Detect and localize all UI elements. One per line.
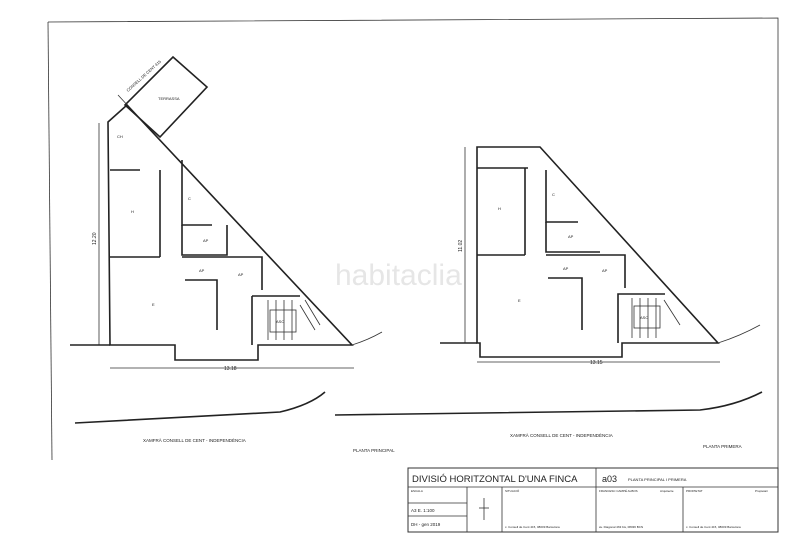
title: DIVISIÓ HORITZONTAL D'UNA FINCA <box>412 474 578 485</box>
date: DH - gen 2019 <box>411 522 441 527</box>
interior-wall <box>181 160 212 226</box>
format-label: ESCALA <box>411 489 423 493</box>
north-arrow-icon <box>479 498 489 520</box>
plan-planta-primera: H C AP AP AP E ASC 11.02 13.15 XAMFRÀ CO… <box>334 146 763 449</box>
sheet-border-left <box>47 21 53 461</box>
terrace-outline <box>123 55 209 139</box>
staircase <box>267 299 321 340</box>
room-e: E <box>518 298 521 303</box>
room-ap-3: AP <box>602 268 608 273</box>
owner-address: c. Consell de Cent 415, 08009 Barcelona <box>686 525 741 529</box>
dim-vertical-label: 11.02 <box>458 240 464 252</box>
interior-wall <box>545 170 578 223</box>
situation: c. Consell de Cent 415, 08009 Barcelona <box>505 525 560 529</box>
room-e: E <box>152 302 155 307</box>
street-curb <box>74 391 326 424</box>
interior-wall <box>545 222 600 253</box>
room-lift: ASC <box>640 315 648 320</box>
room-h: H <box>131 209 134 214</box>
room-lift: ASC <box>276 319 284 324</box>
plan-planta-principal: CONSELL DE CENT 415 TERRASSA CH H C AP A… <box>70 55 395 453</box>
interior-wall <box>546 254 626 288</box>
floor-caption-left: PLANTA PRINCIPAL <box>353 448 395 453</box>
room-bath: CH <box>117 134 123 139</box>
dim-vertical-label: 12.20 <box>92 232 98 245</box>
dim-horizontal-label: 13.18 <box>224 366 237 372</box>
outer-wall <box>107 103 354 361</box>
watermark: habitaclia <box>335 259 462 292</box>
staircase <box>631 298 681 338</box>
lift-shaft <box>269 309 297 333</box>
room-kitchen: C <box>552 192 555 197</box>
room-ap-3: AP <box>238 272 244 277</box>
author-label: FRANCESC CAMPÉ ALBOS <box>599 488 638 493</box>
street-label-top: CONSELL DE CENT 415 <box>125 58 162 92</box>
author-address: av. Diagonal 463 bis, 08036 BCN <box>599 525 643 529</box>
interior-wall <box>181 225 228 256</box>
title-block: DIVISIÓ HORITZONTAL D'UNA FINCA a03 PLAN… <box>407 467 779 533</box>
sheet-number: a03 <box>602 474 617 484</box>
street-curb-top <box>351 331 383 346</box>
outer-wall <box>476 146 720 358</box>
street-caption-left: XAMFRÀ CONSELL DE CENT - INDEPENDÈNCIA <box>143 437 246 443</box>
author-role: Arquitecte <box>660 489 674 493</box>
interior-wall <box>617 293 665 343</box>
owner-role: Propietari <box>755 489 768 493</box>
situation-label: SITUACIÓ <box>505 488 520 493</box>
format-scale: A3 E. 1:100 <box>411 508 435 513</box>
owner-label: PROPIETAT <box>686 489 703 493</box>
room-h: H <box>498 206 501 211</box>
room-ap-2: AP <box>563 266 569 271</box>
interior-wall <box>185 279 218 330</box>
room-ap-1: AP <box>203 238 209 243</box>
dim-horizontal-label: 13.15 <box>590 360 603 366</box>
room-kitchen: C <box>188 196 191 201</box>
interior-wall <box>548 277 583 330</box>
room-ap-2: AP <box>199 268 205 273</box>
sheet-title: PLANTA PRINCIPAL I PRIMERA <box>628 477 687 482</box>
street-curb <box>334 391 763 416</box>
floor-caption-right: PLANTA PRIMERA <box>703 444 742 449</box>
room-ap-1: AP <box>568 234 574 239</box>
interior-wall <box>182 256 263 290</box>
lift-shaft <box>633 305 661 329</box>
street-caption-right: XAMFRÀ CONSELL DE CENT - INDEPENDÈNCIA <box>510 432 613 438</box>
street-curb-top <box>717 324 761 344</box>
sheet-border <box>47 17 779 468</box>
room-terrace: TERRASSA <box>158 96 180 101</box>
